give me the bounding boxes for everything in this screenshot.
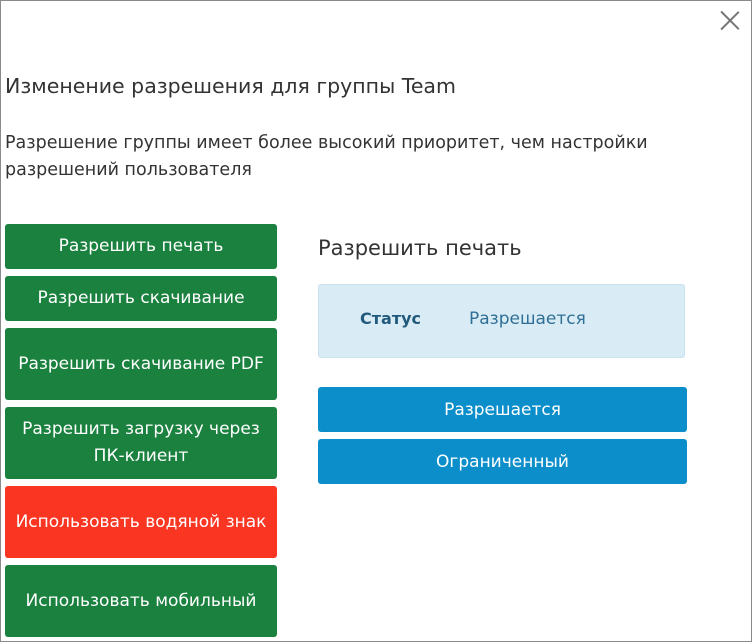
restrict-button[interactable]: Ограниченный [318, 439, 687, 484]
dialog-subtitle: Разрешение группы имеет более высокий пр… [5, 133, 648, 180]
permission-watermark-button[interactable]: Использовать водяной знак [5, 486, 277, 558]
permission-mobile-button[interactable]: Использовать мобильный [5, 565, 277, 637]
status-value: Разрешается [469, 309, 586, 329]
permission-allow-download-pdf-button[interactable]: Разрешить скачивание PDF [5, 328, 277, 400]
dialog-title: Изменение разрешения для группы Team [5, 74, 456, 98]
permission-detail-title: Разрешить печать [318, 236, 522, 260]
status-box: Статус Разрешается [318, 284, 685, 358]
permission-allow-download-button[interactable]: Разрешить скачивание [5, 276, 277, 321]
permission-allow-upload-pc-client-button[interactable]: Разрешить загрузку через ПК-клиент [5, 407, 277, 479]
permission-allow-print-button[interactable]: Разрешить печать [5, 224, 277, 269]
status-label: Статус [360, 309, 421, 328]
permission-list: Разрешить печать Разрешить скачивание Ра… [5, 224, 277, 641]
allow-button[interactable]: Разрешается [318, 387, 687, 432]
close-icon[interactable] [719, 9, 741, 31]
